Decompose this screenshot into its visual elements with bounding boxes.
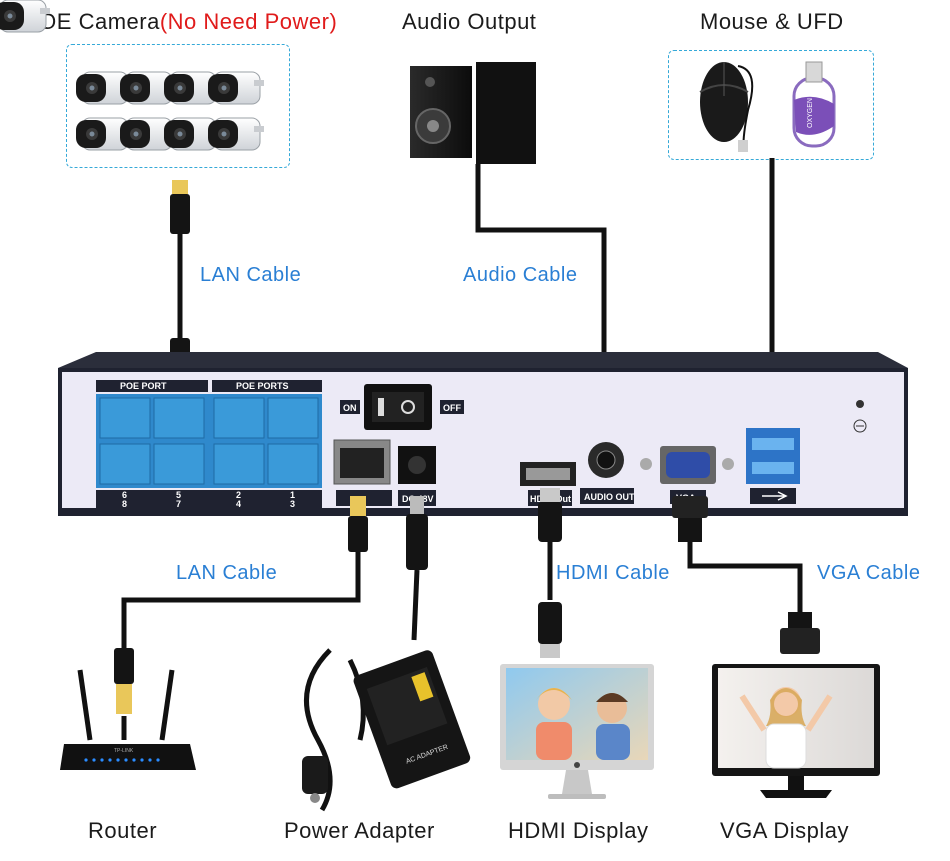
- poe-port-header-left: POE PORT: [120, 381, 167, 391]
- port-number-3: 3: [290, 499, 295, 509]
- mouse-icon: [699, 62, 754, 152]
- vga-cable-label: VGA Cable: [817, 562, 921, 584]
- speaker-icon: [410, 62, 536, 164]
- router-brand: TP-LINK: [114, 748, 134, 754]
- port-number-8: 8: [122, 499, 127, 509]
- switch-on-label: ON: [343, 403, 357, 413]
- switch-off-label: OFF: [443, 403, 461, 413]
- poe-camera-label: POE Camera(No Need Power): [24, 9, 337, 35]
- poe-ports: [96, 394, 322, 488]
- poe-camera-group: [0, 0, 265, 151]
- vga-display-icon: [712, 664, 880, 798]
- lan-connector-bottom: [114, 496, 368, 714]
- nvr-recorder: POE PORT POE PORTS 6 5 2 1 8 7 4 3 ON: [58, 352, 908, 516]
- poe-camera-note: (No Need Power): [159, 9, 338, 34]
- port-number-4: 4: [236, 499, 241, 509]
- router-label: Router: [88, 818, 158, 843]
- vga-display-label: VGA Display: [720, 818, 849, 843]
- poe-port-header-right: POE PORTS: [236, 381, 289, 391]
- port-number-5: 5: [176, 490, 181, 500]
- bottom-cables: [121, 540, 803, 650]
- power-adapter-label: Power Adapter: [284, 818, 435, 843]
- port-number-7: 7: [176, 499, 181, 509]
- hdmi-cable-label: HDMI Cable: [556, 562, 670, 584]
- dc-plug: [406, 496, 428, 570]
- hdmi-display-label: HDMI Display: [508, 818, 649, 843]
- top-cables: [177, 158, 775, 382]
- audio-cable-label: Audio Cable: [463, 264, 578, 286]
- port-number-6: 6: [122, 490, 127, 500]
- port-number-1: 1: [290, 490, 295, 500]
- vga-connector: [672, 496, 820, 654]
- lan-cable-top-label: LAN Cable: [200, 264, 302, 286]
- hdmi-connector: [538, 488, 562, 658]
- hdmi-display-icon: [500, 664, 654, 799]
- audio-output-label: Audio Output: [402, 9, 537, 34]
- mouse-ufd-label: Mouse & UFD: [700, 9, 844, 34]
- usb-drive-icon: OXYGEN: [792, 61, 836, 148]
- usb-brand: OXYGEN: [807, 98, 814, 128]
- port-number-2: 2: [236, 490, 241, 500]
- router-icon: TP-LINK: [60, 669, 196, 770]
- audio-port-label: AUDIO OUT: [584, 492, 635, 502]
- power-adapter-icon: AC ADAPTER: [302, 648, 471, 812]
- lan-cable-bottom-label: LAN Cable: [176, 562, 278, 584]
